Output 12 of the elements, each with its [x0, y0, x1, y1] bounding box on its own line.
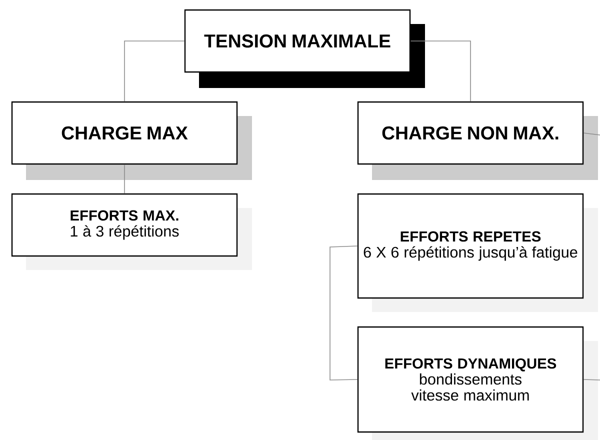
connector-line [124, 40, 185, 102]
text-box: EFFORTS DYNAMIQUES bondissements vitesse maximum [357, 326, 584, 433]
connector-line [410, 40, 471, 102]
text-box: EFFORTS MAX. 1 à 3 répétitions [11, 193, 238, 257]
connector-line [583, 132, 600, 136]
text-box: EFFORTS REPETES 6 X 6 répétitions jusqu’à fatigue [357, 193, 584, 299]
connector-line [583, 379, 600, 380]
connector-line [330, 246, 358, 380]
connector-line [124, 164, 125, 194]
text-box: CHARGE MAX [11, 101, 238, 165]
text-box: TENSION MAXIMALE [184, 9, 411, 73]
text-box: CHARGE NON MAX. [357, 101, 584, 165]
